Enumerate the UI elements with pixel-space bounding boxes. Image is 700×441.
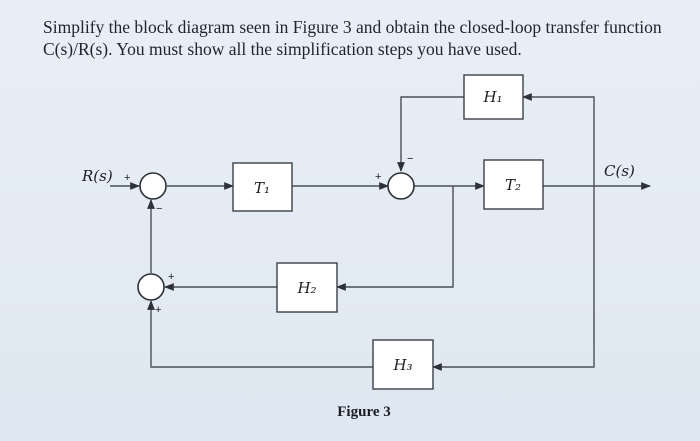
block-h3-label: H₃ — [392, 356, 412, 374]
input-label: R(s) — [81, 167, 113, 185]
block-h2-label: H₂ — [296, 279, 316, 297]
wire-out-h1 — [522, 93, 595, 186]
question-text: Simplify the block diagram seen in Figur… — [43, 17, 662, 59]
output-label: C(s) — [604, 162, 635, 180]
figure-caption: Figure 3 — [337, 404, 390, 420]
sign-sj2-feedback: − — [407, 153, 413, 165]
summing-junction-3 — [137, 273, 165, 301]
wire-h3-sj3 — [147, 300, 373, 368]
summing-junction-1 — [139, 172, 167, 200]
sign-sj3-h2: + — [168, 271, 174, 283]
block-t1-label: T₁ — [254, 179, 270, 197]
sign-sj1-input: + — [124, 172, 130, 184]
block-h3: H₃ — [372, 339, 434, 390]
wire-out-h3 — [432, 186, 595, 371]
block-h2: H₂ — [276, 262, 338, 313]
wire-node-h2 — [336, 186, 454, 291]
block-t1: T₁ — [232, 162, 293, 212]
block-t2: T₂ — [483, 159, 544, 210]
sign-sj1-feedback: − — [156, 203, 162, 215]
sign-sj2-forward: + — [375, 171, 381, 183]
sign-sj3-h3: + — [155, 304, 161, 316]
summing-junction-2 — [387, 172, 415, 200]
block-t2-label: T₂ — [505, 176, 521, 194]
block-h1-label: H₁ — [482, 88, 502, 106]
wire-h1-sj2 — [397, 96, 464, 172]
block-h1: H₁ — [463, 74, 524, 120]
